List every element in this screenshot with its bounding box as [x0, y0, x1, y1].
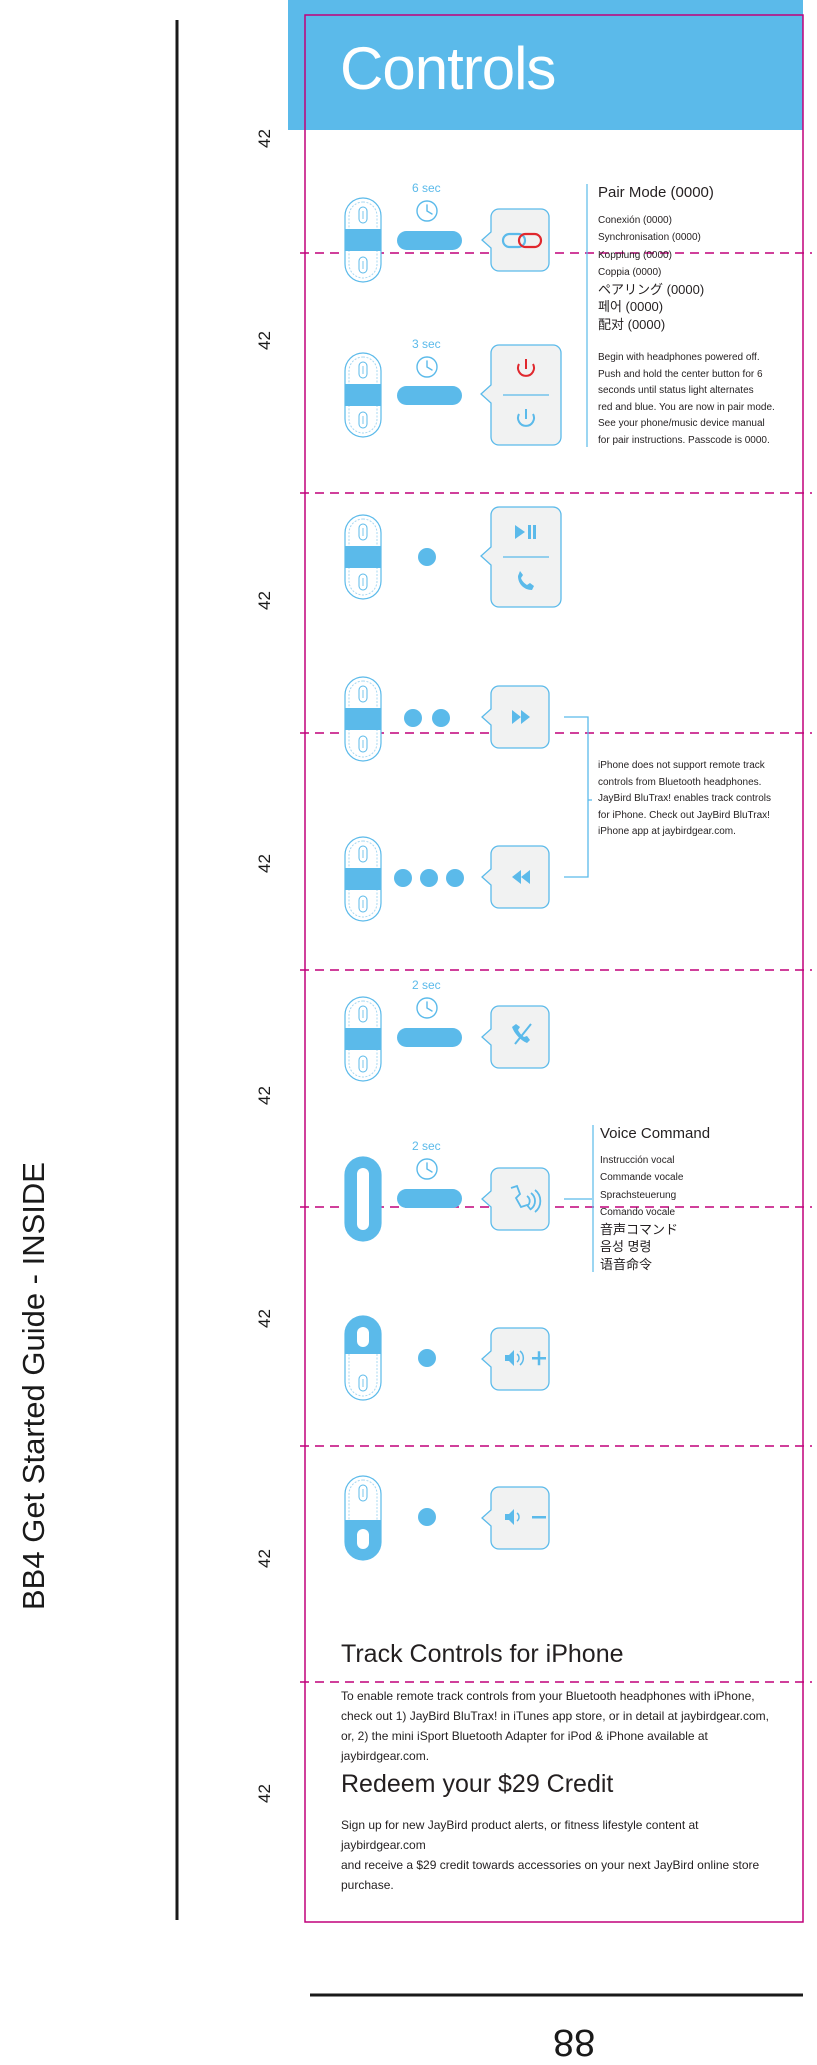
timer-label-2sec: 2 sec [412, 978, 441, 992]
paragraph-line: controls from Bluetooth headphones. [598, 776, 762, 788]
track-note-bracket [564, 716, 592, 878]
margin-number: 42 [255, 1549, 274, 1568]
paragraph-line: red and blue. You are now in pair mode. [598, 401, 775, 413]
row-voice-2sec [344, 1156, 592, 1242]
page-number: 88 [553, 2021, 596, 2063]
spine-title: BB4 Get Started Guide - INSIDE [16, 1162, 51, 1610]
pair-mode-translations: Conexión (0000) Synchronisation (0000) K… [598, 212, 701, 281]
row-end-call-2sec [344, 996, 550, 1082]
paragraph-line: Sign up for new JayBird product alerts, … [341, 1818, 699, 1852]
translation-line: Instrucción vocal [600, 1155, 675, 1166]
translation-line: Coppia (0000) [598, 266, 662, 278]
redeem-title: Redeem your $29 Credit [341, 1770, 614, 1798]
volume-up-icon [505, 1350, 546, 1366]
translation-line: ペアリング (0000) [598, 282, 705, 297]
translation-line: Commande vocale [600, 1172, 684, 1184]
paragraph-line: for iPhone. Check out JayBird BluTrax! [598, 809, 770, 821]
margin-number: 42 [255, 591, 274, 610]
margin-number: 42 [255, 854, 274, 873]
pair-mode-description: Begin with headphones powered off. Push … [598, 350, 775, 449]
paragraph-line: and receive a $29 credit towards accesso… [341, 1858, 760, 1892]
paragraph-line: Push and hold the center button for 6 [598, 368, 763, 380]
row-fast-forward [344, 676, 550, 762]
row-rewind [344, 836, 550, 922]
translation-line: Comando vocale [600, 1206, 676, 1218]
fast-forward-icon [512, 710, 530, 724]
row-play-call [344, 506, 562, 608]
volume-down-icon [505, 1509, 546, 1525]
margin-number: 42 [255, 1784, 274, 1803]
rewind-icon [512, 870, 530, 884]
row-pair-6sec [344, 197, 550, 283]
pair-link-icon [501, 232, 543, 249]
row-volume-up [344, 1315, 550, 1401]
trim-frame [304, 14, 804, 1923]
paragraph-line: iPhone app at jaybirdgear.com. [598, 826, 736, 837]
margin-number: 42 [255, 1309, 274, 1328]
voice-command-cjk: 音声コマンド 음성 명령 语音命令 [600, 1221, 678, 1273]
translation-line: Kopplung (0000) [598, 249, 672, 261]
margin-number: 42 [255, 1086, 274, 1105]
timer-label-2sec: 2 sec [412, 1139, 441, 1153]
margin-number: 42 [255, 129, 274, 148]
header-band [288, 0, 803, 130]
fold-lines [300, 252, 812, 1683]
track-controls-text: To enable remote track controls from you… [341, 1686, 781, 1766]
power-icon [517, 359, 535, 377]
pair-mode-heading: Pair Mode (0000) [598, 184, 714, 201]
paragraph-line: JayBird BluTrax! enables track controls [598, 793, 772, 804]
row-volume-down [344, 1475, 550, 1561]
clock-icon [416, 356, 438, 378]
pair-mode-cjk: ペアリング (0000) 페어 (0000) 配对 (0000) [598, 281, 704, 333]
translation-line: 语音命令 [600, 1256, 653, 1272]
paragraph-line: seconds until status light alternates [598, 385, 754, 396]
translation-line: Synchronisation (0000) [598, 232, 701, 244]
voice-command-icon [510, 1184, 542, 1213]
paragraph-line: See your phone/music device manual [598, 418, 765, 429]
clock-icon [416, 1158, 438, 1180]
redeem-text: Sign up for new JayBird product alerts, … [341, 1815, 781, 1895]
play-pause-icon [515, 525, 536, 539]
paragraph-line: check out 1) JayBird BluTrax! in iTunes … [341, 1709, 769, 1723]
row-power-3sec [344, 344, 562, 446]
voice-command-translations: Instrucción vocal Commande vocale Sprach… [600, 1152, 683, 1221]
paragraph-line: iPhone does not support remote track [598, 760, 765, 771]
page-title: Controls [340, 35, 556, 102]
timer-label-3sec: 3 sec [412, 337, 441, 351]
translation-line: 音声コマンド [600, 1222, 679, 1237]
translation-line: 配对 (0000) [598, 316, 666, 332]
phone-icon [518, 571, 534, 590]
translation-line: Sprachsteuerung [600, 1189, 677, 1201]
power-off-icon [517, 409, 535, 427]
paragraph-line: Begin with headphones powered off. [598, 352, 760, 363]
end-call-icon [512, 1023, 532, 1045]
paragraph-line: To enable remote track controls from you… [341, 1689, 755, 1703]
margin-number: 42 [255, 331, 274, 350]
translation-line: Conexión (0000) [598, 215, 672, 226]
paragraph-line: or, 2) the mini iSport Bluetooth Adapter… [341, 1729, 708, 1763]
voice-command-heading: Voice Command [600, 1125, 711, 1142]
paragraph-line: for pair instructions. Passcode is 0000. [598, 434, 770, 446]
clock-icon [416, 200, 438, 222]
track-controls-title: Track Controls for iPhone [341, 1640, 624, 1668]
translation-line: 페어 (0000) [598, 299, 664, 315]
clock-icon [416, 997, 438, 1019]
translation-line: 음성 명령 [600, 1239, 652, 1255]
timer-label-6sec: 6 sec [412, 181, 441, 195]
iphone-note: iPhone does not support remote track con… [598, 758, 771, 841]
